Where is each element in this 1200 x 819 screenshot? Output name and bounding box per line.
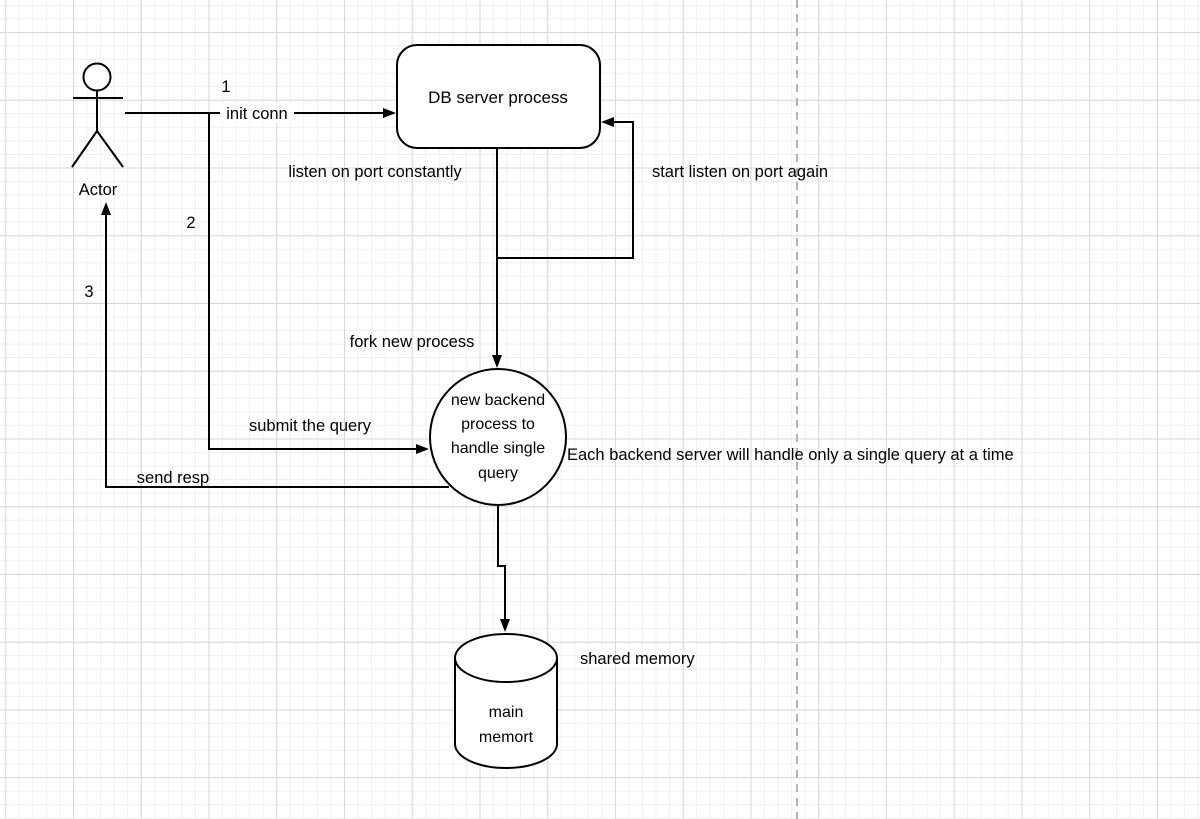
edge-fork-label[interactable]: fork new process <box>350 333 475 351</box>
db-server-process-label: DB server process <box>428 88 568 107</box>
svg-text:init conn: init conn <box>226 105 287 123</box>
actor-head <box>82 62 112 92</box>
actor-legs <box>71 130 124 168</box>
edge-send-resp-seq[interactable]: 3 <box>84 283 93 301</box>
edge-init-conn-seq[interactable]: 1 <box>221 78 230 96</box>
edge-listen-down-label[interactable]: listen on port constantly <box>288 163 462 181</box>
backend-circle-label-line3: handle single <box>451 440 545 457</box>
arrowhead-icon <box>383 108 396 118</box>
arrowhead-icon <box>101 202 111 215</box>
memory-label-line2: memort <box>479 729 534 746</box>
edge-fork-new-process[interactable] <box>492 148 502 368</box>
arrowhead-icon <box>416 444 429 454</box>
actor-label[interactable]: Actor <box>79 181 118 199</box>
memory-cylinder-node[interactable]: main memort <box>454 633 558 769</box>
backend-note-text[interactable]: Each backend server will handle only a s… <box>567 446 1014 464</box>
edge-listen-loop-label[interactable]: start listen on port again <box>652 163 828 181</box>
arrowhead-icon <box>601 117 614 127</box>
backend-circle-label-line2: process to <box>461 416 535 433</box>
edge-init-conn-label[interactable]: init conn <box>220 103 294 123</box>
edge-submit-label[interactable]: submit the query <box>249 417 372 435</box>
cylinder-lip <box>454 657 558 683</box>
arrowhead-icon <box>500 619 510 632</box>
backend-circle-label-line4: query <box>478 465 518 482</box>
backend-circle-label-line1: new backend <box>451 392 545 409</box>
backend-process-circle-node[interactable]: new backend process to handle single que… <box>429 368 567 506</box>
edge-send-resp[interactable] <box>101 202 449 488</box>
edge-submit-seq[interactable]: 2 <box>186 214 195 232</box>
db-server-process-node[interactable]: DB server process <box>396 44 601 149</box>
actor-figure[interactable] <box>71 62 124 168</box>
memory-label-line1: main <box>489 704 524 721</box>
edge-submit-query[interactable] <box>208 113 429 454</box>
arrowhead-icon <box>492 355 502 368</box>
edge-send-resp-label[interactable]: send resp <box>137 469 209 487</box>
shared-memory-note-text[interactable]: shared memory <box>580 650 695 668</box>
label-background <box>220 103 294 123</box>
edge-to-shared-memory[interactable] <box>497 505 510 632</box>
